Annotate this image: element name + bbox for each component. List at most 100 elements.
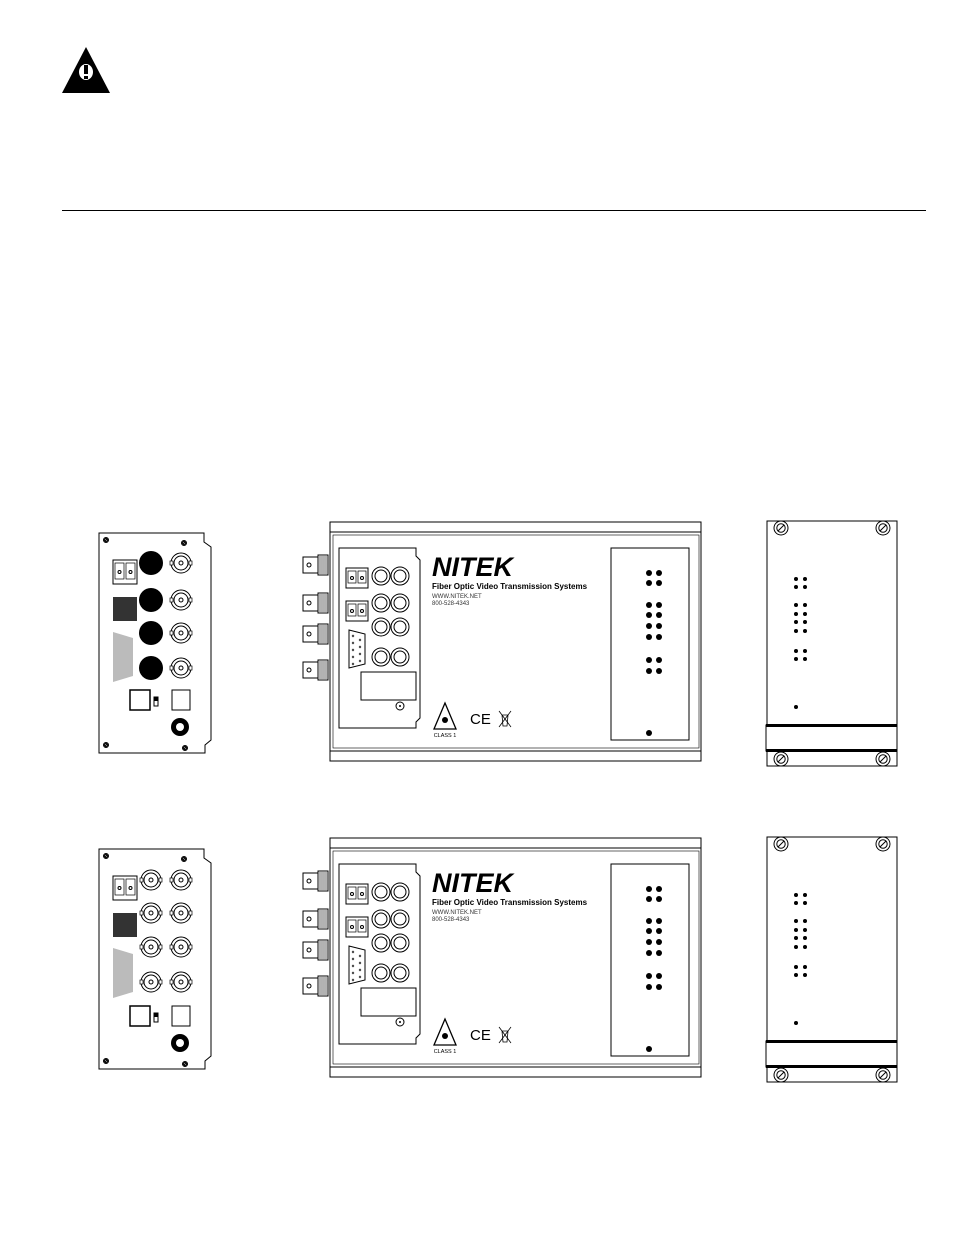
rca-ring <box>374 966 388 980</box>
bnc-ring <box>173 974 189 990</box>
status-led-icon <box>646 634 652 640</box>
status-led-icon <box>803 620 807 624</box>
status-led-icon <box>656 896 662 902</box>
status-led-icon <box>646 570 652 576</box>
side-bnc-pin <box>306 600 312 606</box>
status-led-icon <box>646 950 652 956</box>
db9-pin <box>351 957 355 961</box>
db9-pin <box>351 978 355 982</box>
bnc-lug <box>169 597 174 603</box>
status-led-icon <box>656 634 662 640</box>
screw-icon <box>776 839 786 849</box>
status-led-icon <box>646 657 652 663</box>
rca-ring <box>374 596 388 610</box>
laser-class-label: CLASS 1 <box>434 1049 457 1055</box>
side-bnc-thread <box>317 908 329 930</box>
rca-ring <box>393 569 407 583</box>
left-end-panel <box>98 532 212 754</box>
status-led-icon <box>803 893 807 897</box>
bnc-ring <box>173 905 189 921</box>
screw-icon <box>776 1070 786 1080</box>
screw-slot <box>777 524 785 532</box>
db9-connector-icon <box>348 629 366 669</box>
status-led-icon <box>646 602 652 608</box>
screw-slot <box>182 857 186 861</box>
bnc-ring <box>173 555 189 571</box>
status-led-icon <box>794 901 798 905</box>
brand-url: WWW.NITEK.NET <box>432 594 482 600</box>
screw-icon <box>183 1062 187 1066</box>
terminal-slot <box>357 570 367 584</box>
rca-ring <box>374 936 388 950</box>
bnc-ring <box>173 939 189 955</box>
rca-ring <box>374 620 388 634</box>
status-led-icon <box>794 620 798 624</box>
bnc-pin <box>178 979 184 985</box>
status-led-icon <box>656 580 662 586</box>
status-led-icon <box>794 936 798 940</box>
status-led-icon <box>646 928 652 934</box>
screw-slot <box>104 538 108 542</box>
bnc-lug <box>139 910 144 916</box>
status-led-icon <box>794 945 798 949</box>
db9-pin <box>358 652 362 656</box>
terminal-screw <box>128 886 133 890</box>
terminal-slot <box>125 878 136 896</box>
db9-pin <box>358 968 362 972</box>
bnc-ring <box>173 872 189 888</box>
db9-pin <box>358 975 362 979</box>
bracket-edge <box>766 1065 897 1068</box>
screw-slot <box>182 541 186 545</box>
brand-logo: NITEK <box>432 552 516 582</box>
screw-icon <box>878 754 888 764</box>
terminal-screw <box>117 886 122 890</box>
status-led-icon <box>794 612 798 616</box>
status-led-icon <box>794 629 798 633</box>
screw-icon <box>878 839 888 849</box>
bnc-ring <box>143 872 159 888</box>
db-connector-shadow <box>113 632 133 682</box>
db9-pin <box>358 638 362 642</box>
weee-bin-icon <box>498 710 512 728</box>
status-led-icon <box>646 984 652 990</box>
brand-tagline: Fiber Optic Video Transmission Systems <box>432 898 588 907</box>
label-window <box>360 671 417 701</box>
fiber-port-core <box>399 705 401 707</box>
terminal-screw <box>360 576 364 580</box>
db-connector-shadow <box>113 948 133 998</box>
status-led-icon <box>646 896 652 902</box>
side-bnc-pin <box>306 916 312 922</box>
laser-class-label: CLASS 1 <box>434 733 457 739</box>
status-led-icon <box>794 973 798 977</box>
rca-ring <box>393 620 407 634</box>
terminal-slot <box>347 919 357 933</box>
bnc-lug <box>188 665 193 671</box>
mounting-bracket <box>765 1040 898 1068</box>
terminal-screw <box>360 925 364 929</box>
laser-symbol <box>442 717 448 723</box>
status-led-icon <box>646 973 652 979</box>
bracket-edge <box>766 724 897 727</box>
status-led-icon <box>656 602 662 608</box>
screw-icon <box>104 1059 108 1063</box>
bnc-pin <box>148 979 154 985</box>
status-led-icon <box>803 629 807 633</box>
ce-mark: CE <box>470 711 491 728</box>
status-led-icon <box>656 918 662 924</box>
terminal-slot <box>114 878 125 896</box>
status-led-icon <box>646 612 652 618</box>
db9-pin <box>351 641 355 645</box>
status-led-icon <box>646 668 652 674</box>
terminal-screw <box>350 576 354 580</box>
terminal-screw <box>350 609 354 613</box>
bnc-ring <box>173 660 189 676</box>
bnc-lug <box>158 979 163 985</box>
status-led-icon <box>646 886 652 892</box>
status-led-icon <box>656 928 662 934</box>
power-led-icon <box>646 1046 652 1052</box>
status-led-icon <box>656 886 662 892</box>
